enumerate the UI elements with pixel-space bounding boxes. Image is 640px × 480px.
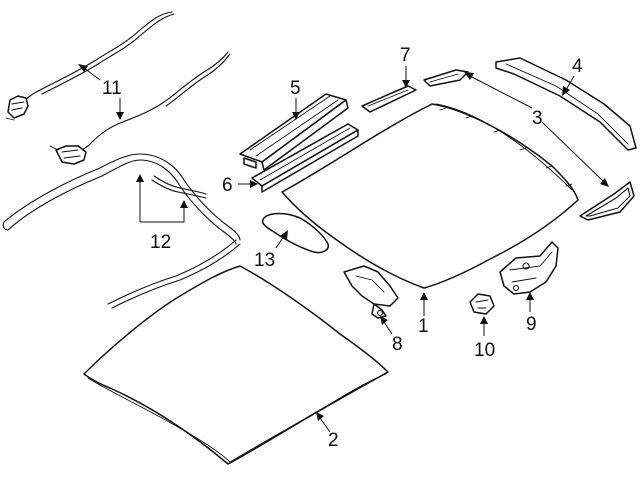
weatherstrip-seals — [2, 153, 241, 309]
callout-4: 4 — [572, 56, 583, 77]
drain-cable-assembly — [5, 11, 231, 165]
mounting-bracket-left — [343, 265, 399, 319]
callout-5: 5 — [290, 78, 301, 99]
callout-8: 8 — [392, 334, 403, 355]
callout-10: 10 — [474, 340, 495, 361]
callout-1: 1 — [418, 316, 429, 337]
callout-11: 11 — [102, 78, 122, 99]
callout-7: 7 — [400, 45, 411, 66]
roof-side-rail — [495, 57, 637, 151]
callout-6: 6 — [222, 175, 233, 196]
leader-lines — [78, 64, 609, 433]
sunroof-frame-panel — [281, 103, 579, 289]
roof-outer-panel — [83, 265, 389, 465]
callout-9: 9 — [526, 314, 537, 335]
mounting-bracket-right — [499, 241, 559, 295]
callout-2: 2 — [328, 430, 339, 451]
callout-12: 12 — [150, 232, 171, 253]
callout-13: 13 — [254, 250, 275, 271]
front-guide-rail — [239, 93, 349, 171]
seal-bracket-strip — [361, 85, 417, 113]
callout-labels: 11 12 13 5 6 7 4 3 1 8 9 10 2 — [102, 45, 583, 451]
rear-guide-rail — [251, 123, 359, 193]
retaining-clip — [469, 293, 495, 315]
callout-3: 3 — [532, 108, 543, 129]
roof-side-brackets — [423, 69, 635, 221]
wind-deflector — [261, 212, 330, 254]
